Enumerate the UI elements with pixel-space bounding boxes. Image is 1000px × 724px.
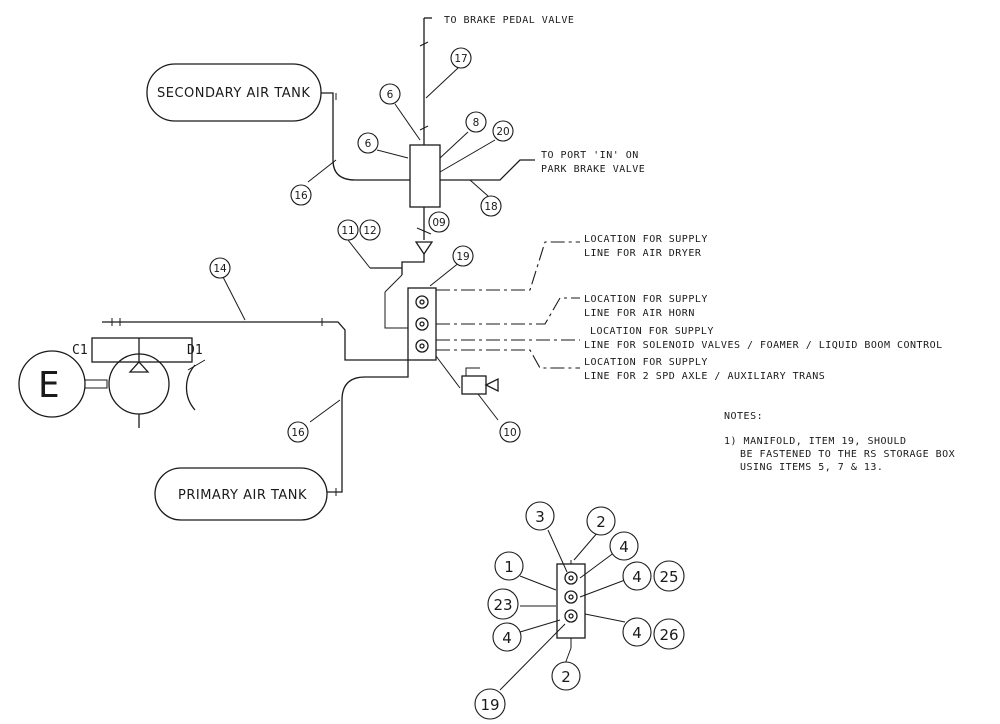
- label-to-port-in-1: TO PORT 'IN' ON: [541, 150, 639, 161]
- svg-text:1: 1: [504, 558, 514, 576]
- label-horn-2: LINE FOR AIR HORN: [584, 308, 695, 319]
- svg-text:4: 4: [619, 538, 629, 556]
- secondary-air-tank: SECONDARY AIR TANK: [146, 63, 410, 181]
- label-dryer-1: LOCATION FOR SUPPLY: [584, 234, 708, 245]
- label-sol-1: LOCATION FOR SUPPLY: [590, 326, 714, 337]
- svg-text:2: 2: [596, 513, 606, 531]
- notes-line2: BE FASTENED TO THE RS STORAGE BOX: [740, 449, 955, 460]
- svg-text:6: 6: [387, 89, 394, 101]
- balloon-19: 19: [452, 245, 474, 267]
- svg-text:18: 18: [484, 201, 497, 213]
- manifold: LOCATION FOR SUPPLY LINE FOR AIR DRYER L…: [384, 234, 943, 389]
- balloon-6b: 6: [357, 132, 379, 154]
- svg-text:26: 26: [659, 626, 678, 644]
- balloon-11: 11: [337, 219, 359, 241]
- label-horn-1: LOCATION FOR SUPPLY: [584, 294, 708, 305]
- svg-text:25: 25: [659, 568, 678, 586]
- svg-text:23: 23: [493, 596, 512, 614]
- secondary-tank-label: SECONDARY AIR TANK: [157, 86, 310, 101]
- svg-text:17: 17: [454, 53, 467, 65]
- balloon-09: 09: [428, 211, 450, 233]
- balloon-12: 12: [359, 219, 381, 241]
- c1-label: C1: [72, 343, 88, 358]
- svg-text:09: 09: [432, 217, 445, 229]
- svg-text:20: 20: [496, 126, 509, 138]
- detail-balloon-4b: 4: [622, 561, 652, 591]
- detail-balloon-26: 26: [653, 618, 685, 650]
- svg-text:16: 16: [291, 427, 305, 439]
- upper-valve-block: TO PORT 'IN' ON PARK BRAKE VALVE: [370, 144, 645, 275]
- svg-text:4: 4: [502, 629, 512, 647]
- label-axle-1: LOCATION FOR SUPPLY: [584, 357, 708, 368]
- balloon-18: 18: [480, 195, 502, 217]
- brake-pedal-line: TO BRAKE PEDAL VALVE: [419, 15, 574, 145]
- leader-lines: [307, 67, 496, 423]
- detail-balloon-4c: 4: [492, 622, 522, 652]
- svg-text:10: 10: [503, 427, 516, 439]
- svg-text:8: 8: [473, 117, 480, 129]
- balloon-6a: 6: [379, 83, 401, 105]
- detail-balloon-3: 3: [525, 501, 555, 531]
- detail-balloon-23: 23: [487, 588, 519, 620]
- balloon-17: 17: [450, 47, 472, 69]
- detail-balloon-25: 25: [653, 560, 685, 592]
- svg-text:4: 4: [632, 568, 642, 586]
- balloon-10: 10: [499, 421, 521, 443]
- svg-text:19: 19: [480, 696, 499, 714]
- compressor-line: [102, 274, 408, 361]
- notes-title: NOTES:: [724, 411, 763, 422]
- label-to-brake-pedal-valve: TO BRAKE PEDAL VALVE: [444, 15, 574, 26]
- d1-label: D1: [187, 343, 203, 358]
- drain-valve: [461, 367, 499, 421]
- label-to-port-in-2: PARK BRAKE VALVE: [541, 164, 645, 175]
- svg-text:6: 6: [365, 138, 372, 150]
- svg-text:11: 11: [341, 225, 354, 237]
- svg-text:12: 12: [363, 225, 376, 237]
- e-label: E: [38, 365, 60, 406]
- compressor-assembly: C1 D1 E: [18, 337, 206, 428]
- notes-line3: USING ITEMS 5, 7 & 13.: [740, 462, 883, 473]
- svg-text:14: 14: [213, 263, 227, 275]
- label-dryer-2: LINE FOR AIR DRYER: [584, 248, 702, 259]
- svg-text:19: 19: [456, 251, 469, 263]
- svg-text:3: 3: [535, 508, 545, 526]
- notes-line1: 1) MANIFOLD, ITEM 19, SHOULD: [724, 436, 907, 447]
- primary-tank-label: PRIMARY AIR TANK: [178, 488, 307, 503]
- label-axle-2: LINE FOR 2 SPD AXLE / AUXILIARY TRANS: [584, 371, 825, 382]
- detail-balloon-2b: 2: [551, 661, 581, 691]
- detail-balloon-4d: 4: [622, 617, 652, 647]
- balloon-16a: 16: [290, 184, 312, 206]
- balloon-20: 20: [492, 120, 514, 142]
- manifold-detail: [499, 529, 626, 691]
- balloon-16b: 16: [287, 421, 309, 443]
- primary-air-tank: PRIMARY AIR TANK: [154, 360, 409, 521]
- svg-text:4: 4: [632, 624, 642, 642]
- svg-text:2: 2: [561, 668, 571, 686]
- balloon-8: 8: [465, 111, 487, 133]
- notes: NOTES: 1) MANIFOLD, ITEM 19, SHOULD BE F…: [724, 411, 955, 473]
- detail-balloon-4a: 4: [609, 531, 639, 561]
- svg-text:16: 16: [294, 190, 308, 202]
- balloon-14: 14: [209, 257, 231, 279]
- detail-balloon-2a: 2: [586, 506, 616, 536]
- label-sol-2: LINE FOR SOLENOID VALVES / FOAMER / LIQU…: [584, 340, 943, 351]
- detail-balloon-1: 1: [494, 551, 524, 581]
- detail-balloon-19: 19: [474, 688, 506, 720]
